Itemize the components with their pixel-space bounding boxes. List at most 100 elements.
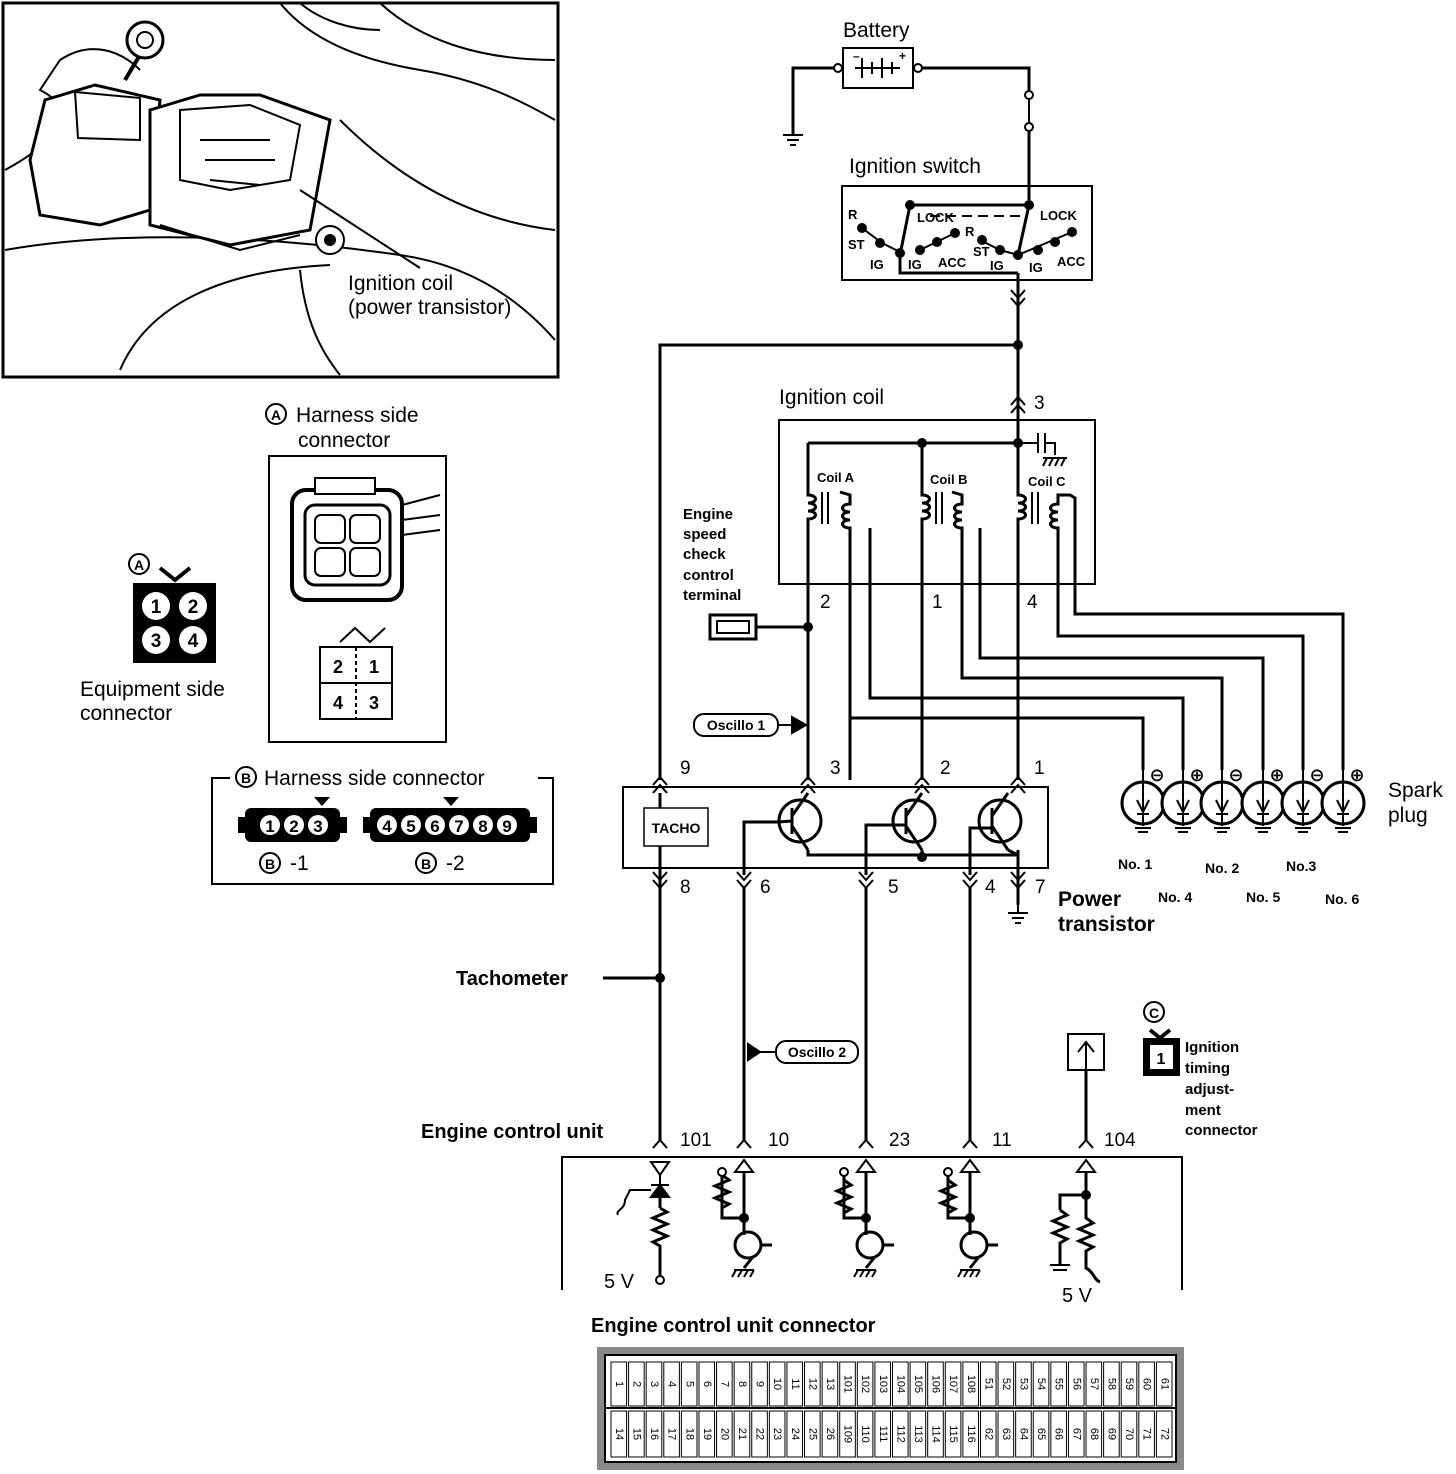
engine-speed-check-terminal: Engine speed check control terminal <box>683 506 813 641</box>
coil-a-label: Coil A <box>817 470 855 485</box>
pt-top-pin: 9 <box>680 758 691 779</box>
ecu-connector-pin: 106 <box>930 1375 942 1393</box>
transistor-2 <box>864 792 937 875</box>
ecu-label: Engine control unit <box>421 1121 604 1143</box>
oscillo-1-probe: Oscillo 1 <box>693 713 809 737</box>
ecu-connector-pin: 70 <box>1123 1428 1135 1440</box>
ecu-connector-pin: 112 <box>894 1425 906 1443</box>
equipment-a-pin: 1 <box>151 597 162 618</box>
ecu-connector-pin: 72 <box>1158 1428 1170 1440</box>
equipment-a-pin: 3 <box>151 631 162 652</box>
ecu-connector-pin: 5 <box>683 1381 695 1387</box>
battery-plus: + <box>899 49 906 63</box>
switch-right-ig2: IG <box>1029 260 1043 275</box>
b2-label: -2 <box>446 852 465 875</box>
ecu-circuit-104: 5 V <box>1049 1158 1101 1307</box>
ground-icon <box>783 134 803 146</box>
spark-plug-line1: Spark <box>1388 779 1443 802</box>
power-transistor: 9 3 2 1 TACHO <box>622 758 1155 1140</box>
ecu-connector-pin: 56 <box>1070 1378 1082 1390</box>
b2-pin <box>449 815 469 835</box>
transistor-3 <box>968 792 1023 875</box>
power-transistor-line2: transistor <box>1058 913 1155 936</box>
equipment-a-pin: 2 <box>188 597 199 618</box>
harness-a-title-line1: Harness side <box>296 404 419 427</box>
letter-a-icon: A <box>134 557 144 573</box>
b1-pin-label: 2 <box>289 817 298 836</box>
ignition-coil-photo: Ignition coil (power transistor) <box>1 1 560 379</box>
pt-bottom-pin: 7 <box>1035 877 1046 898</box>
pt-bottom-pin: 5 <box>888 877 899 898</box>
ecu-connector-pin: 13 <box>824 1378 836 1390</box>
timing-connector-pin: 1 <box>1157 1051 1166 1068</box>
ecu-pin: 10 <box>768 1130 789 1151</box>
engine-speed-line5: terminal <box>683 587 741 604</box>
ecu-connector-pin: 113 <box>912 1425 924 1443</box>
plug-number: No. 4 <box>1158 889 1192 905</box>
oscillo1-label: Oscillo 1 <box>707 717 766 733</box>
coil-out-pin: 2 <box>820 592 831 613</box>
pt-top-pin: 3 <box>830 758 841 779</box>
spark-plug: ⊕ <box>1320 765 1366 833</box>
ignition-coil-label: Ignition coil <box>779 386 884 409</box>
ecu-connector-pin: 115 <box>947 1425 959 1443</box>
b2-pin-label: 9 <box>502 817 511 836</box>
pt-bottom-pin: 4 <box>985 877 996 898</box>
spark-plug-line2: plug <box>1388 804 1428 827</box>
letter-b-icon: B <box>241 770 251 786</box>
plug-polarity: ⊖ <box>1228 765 1243 786</box>
battery-minus: – <box>853 49 860 63</box>
ignition-switch: Ignition switch R ST IG IG ACC LOCK R ST… <box>658 155 1093 780</box>
ecu-connector-pin: 60 <box>1141 1378 1153 1390</box>
equipment-side-line2: connector <box>80 702 172 725</box>
ecu-connector-pin: 52 <box>1000 1378 1012 1390</box>
ecu-pin: 101 <box>680 1130 712 1151</box>
coil-b-winding <box>920 443 964 780</box>
harness-a-pin: 1 <box>369 657 379 677</box>
b2-pin <box>425 815 445 835</box>
ecu-connector-pin: 22 <box>754 1428 766 1440</box>
timing-line5: connector <box>1185 1122 1258 1139</box>
battery: Battery – + <box>783 19 1034 200</box>
ecu-connector-pin: 68 <box>1088 1428 1100 1440</box>
switch-right-ig: IG <box>990 258 1004 273</box>
ecu-connector-pin: 24 <box>789 1428 801 1440</box>
equipment-a-pin: 4 <box>188 631 199 652</box>
plug-polarity: ⊕ <box>1269 765 1284 786</box>
timing-line2: timing <box>1185 1060 1230 1077</box>
plug-number: No. 5 <box>1246 889 1280 905</box>
coil-feed-pin: 3 <box>1034 393 1045 414</box>
b1-pin <box>260 815 280 835</box>
ecu-connector-pin: 108 <box>965 1375 977 1393</box>
timing-line3: adjust- <box>1185 1081 1234 1098</box>
b2-pin-label: 4 <box>382 817 392 836</box>
b1-label: -1 <box>290 852 309 875</box>
engine-control-unit: Engine control unit 101 10 23 11 104 5 V <box>421 1121 1183 1307</box>
harness-a-pin: 4 <box>333 693 343 713</box>
ecu-connector-pin: 102 <box>859 1375 871 1393</box>
connector-a-equipment: A 1 2 3 4 Equipment side connector <box>80 553 225 725</box>
ecu-connector-pin: 116 <box>965 1425 977 1443</box>
switch-left-ig: IG <box>870 257 884 272</box>
ecu-connector-pin: 64 <box>1018 1428 1030 1440</box>
spark-plug: ⊖ <box>1120 765 1166 833</box>
spark-plug: ⊖ <box>1280 765 1326 833</box>
ecu-connector-pin: 57 <box>1088 1378 1100 1390</box>
spark-plug: ⊖ <box>1199 765 1245 833</box>
ecu-connector-pin: 11 <box>789 1378 801 1389</box>
ecu-connector-label: Engine control unit connector <box>591 1315 876 1337</box>
ecu-connector-pin: 12 <box>806 1378 818 1390</box>
ecu-connector-pin: 71 <box>1141 1428 1153 1440</box>
switch-left-acc: ACC <box>938 255 967 270</box>
b1-pin-label: 3 <box>313 817 322 836</box>
tachometer-label: Tachometer <box>456 968 568 990</box>
equipment-side-line1: Equipment side <box>80 678 225 701</box>
ignition-switch-label: Ignition switch <box>849 155 981 178</box>
ecu-connector-pin: 55 <box>1053 1378 1065 1390</box>
ecu-connector-pin: 103 <box>877 1375 889 1393</box>
ecu-connector-pin: 10 <box>771 1378 783 1390</box>
ecu-connector-pin: 104 <box>894 1375 906 1393</box>
b1-pin <box>308 815 328 835</box>
spark-plug-labels: Spark plug No. 1 No. 2 No.3 No. 4 No. 5 … <box>1118 779 1443 907</box>
